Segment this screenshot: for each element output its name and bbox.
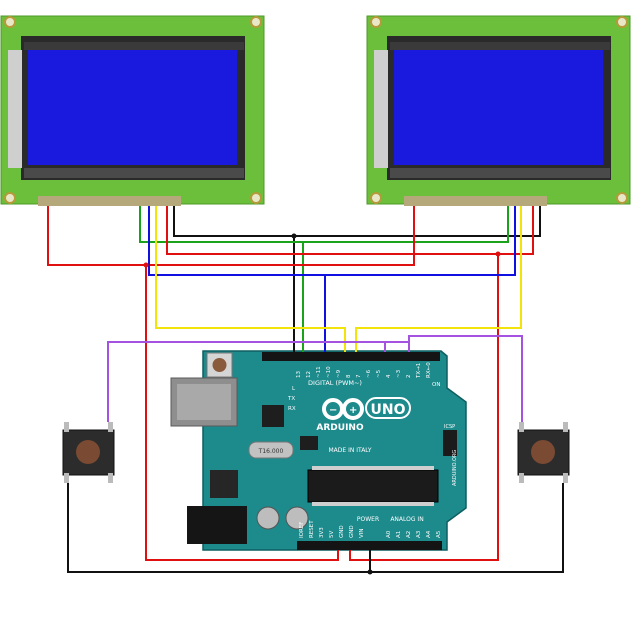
pin-label: 7 [356, 374, 362, 378]
push-button-left [62, 422, 115, 483]
wire-red-left-down [145, 265, 339, 561]
pin-label: 4 [386, 374, 392, 378]
lcd-pins [38, 196, 181, 206]
tx-label: TX [287, 396, 295, 402]
pin-label: 8 [346, 374, 352, 378]
board-origin: MADE IN ITALY [328, 447, 371, 454]
mount-hole-icon [250, 192, 262, 204]
crystal [248, 441, 294, 459]
digital-header [262, 352, 440, 361]
wire-purple-right [408, 335, 523, 422]
wire-blue [148, 206, 516, 276]
pin-label: ~5 [376, 369, 382, 378]
rx-label: RX [288, 406, 296, 412]
pin-label: VIN [359, 529, 365, 539]
pin-label: 13 [296, 371, 302, 378]
pin-label: ~11 [316, 366, 322, 378]
pin-label: A4 [426, 530, 432, 538]
pin-label: 3V3 [319, 527, 325, 538]
pin-label: RESET [309, 520, 315, 538]
wire-junctions [291, 233, 373, 575]
wire-black-buttons [67, 483, 564, 573]
mount-hole-icon [250, 16, 262, 28]
pin-label: RX←0 [426, 362, 432, 378]
board-model: UNO [371, 402, 406, 418]
pin-label: ~9 [336, 369, 342, 378]
wire-red-lcd [166, 206, 534, 255]
mount-hole-icon [370, 16, 382, 28]
digital-header-label: DIGITAL (PWM~) [308, 379, 362, 387]
wire-junction [143, 262, 149, 268]
pin-label: A5 [436, 530, 442, 538]
pin-label: TX→1 [416, 363, 422, 379]
power-jack [187, 506, 247, 544]
wire-yellow-right [355, 206, 522, 352]
analog-header-label: ANALOG IN [390, 516, 423, 523]
crystal-label: T16.000 [258, 448, 284, 455]
arduino-logo-icon: − + [322, 398, 364, 420]
lcd-right [366, 15, 631, 206]
lcd-left [0, 15, 265, 206]
mount-hole-icon [370, 192, 382, 204]
wire-purple-left [107, 341, 386, 422]
lcd-pins [404, 196, 547, 206]
mount-hole-icon [616, 16, 628, 28]
mount-hole-icon [616, 192, 628, 204]
pin-label: 12 [306, 371, 312, 378]
atmega-chip [307, 469, 439, 503]
pin-label: GND [339, 525, 345, 538]
svg-text:−: − [329, 405, 337, 416]
analog-pin-labels: A0 A1 A2 A3 A4 A5 [386, 530, 442, 538]
power-analog-header [297, 541, 442, 550]
icsp-header [443, 430, 457, 456]
mount-hole-icon [4, 16, 16, 28]
pin-label: ~6 [366, 369, 372, 378]
reset-button[interactable] [212, 358, 227, 372]
svg-text:+: + [349, 405, 357, 416]
push-button-cap[interactable] [76, 440, 100, 464]
pin-label: 5V [329, 531, 335, 538]
pin-label: GND [349, 525, 355, 538]
wire-red-5v [47, 206, 415, 266]
wire-black-lcd [173, 206, 541, 237]
website-label: ARDUINO.ORG [452, 450, 458, 486]
push-button-right [517, 422, 570, 483]
wire-green [139, 206, 509, 243]
lcd-screen [28, 50, 237, 165]
arduino-uno-board: − + UNO ARDUINO MADE IN ITALY DIGITAL (P… [170, 350, 467, 551]
pin-label: ~10 [326, 366, 332, 378]
pin-label: ~3 [396, 369, 402, 378]
pin-label: IOREF [299, 522, 305, 538]
pin-label: A3 [416, 530, 422, 538]
wire-junction [495, 251, 501, 257]
board-brand: ARDUINO [316, 423, 364, 433]
push-button-cap[interactable] [531, 440, 555, 464]
pin-label: A2 [406, 531, 412, 538]
wire-yellow [155, 206, 346, 352]
mount-hole-icon [4, 192, 16, 204]
pin-label: A1 [396, 531, 402, 538]
pin-label: 2 [406, 375, 412, 379]
lcd-screen [394, 50, 603, 165]
pin-label: A0 [386, 530, 392, 538]
l-label: L [292, 386, 296, 392]
wire-red-right-down [349, 254, 499, 561]
wires [47, 206, 564, 573]
power-pin-labels: IOREF RESET 3V3 5V GND GND VIN [299, 520, 365, 538]
on-label: ON [432, 382, 440, 388]
icsp-label: ICSP [444, 424, 455, 430]
power-header-label: POWER [357, 516, 379, 523]
